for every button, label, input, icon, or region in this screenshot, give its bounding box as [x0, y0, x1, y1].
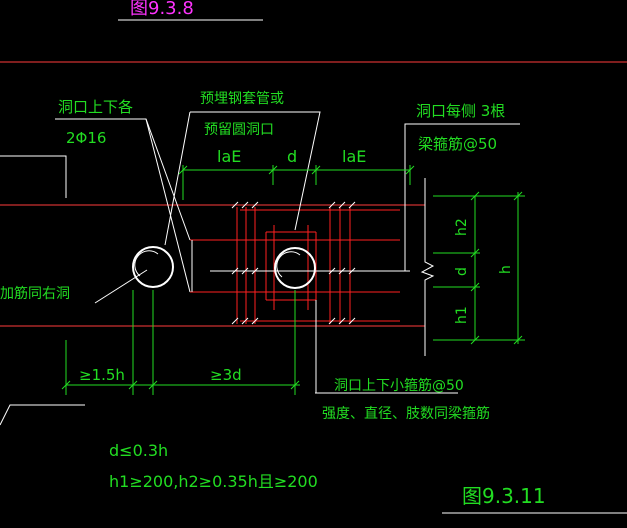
dim-h1: h1 [454, 306, 470, 324]
label-strength-same: 强度、直径、肢数同梁箍筋 [322, 405, 490, 422]
dim-lae-right: laE [342, 147, 366, 166]
label-small-stirrup: 洞口上下小箍筋@50 [334, 377, 464, 394]
label-each-side-3: 洞口每侧 3根 [416, 102, 505, 120]
dim-h: h [498, 265, 514, 274]
label-underlines [315, 392, 627, 514]
right-hole-inner-arc [276, 251, 301, 278]
dim-3d: ≥3d [210, 366, 242, 384]
note-h: h1≥200,h2≥0.35h且≥200 [109, 472, 318, 491]
left-hole [132, 246, 174, 288]
left-hole-inner-arc [134, 250, 159, 277]
dim-1-5h: ≥1.5h [79, 366, 125, 384]
label-top-bottom-bars: 洞口上下各 [58, 98, 133, 116]
beam-break-line [420, 178, 435, 356]
dim-d-vertical: d [454, 267, 470, 276]
left-lower-rebar-hook [0, 404, 85, 426]
leader-lines [55, 111, 321, 393]
bar-hatch-marks [231, 201, 356, 325]
note-d: d≤0.3h [109, 441, 168, 460]
label-reinforce-same: 加筋同右洞 [0, 285, 70, 302]
fig-top-title: 图9.3.8 [130, 0, 194, 19]
label-embedded-hole: 预留圆洞口 [204, 122, 274, 138]
dim-lae-left: laE [217, 147, 241, 166]
stirrup-leader [404, 123, 520, 180]
dim-h2: h2 [454, 218, 470, 236]
left-upper-rebar-hook [0, 155, 67, 198]
right-hole [274, 247, 316, 289]
fig-bottom-title: 图9.3.11 [462, 484, 546, 508]
label-stirrup-50: 梁箍筋@50 [418, 135, 497, 153]
label-2phi16: 2Φ16 [66, 129, 106, 147]
dim-d-top: d [287, 147, 297, 166]
dimension-lines [61, 165, 525, 395]
label-embedded-pipe: 预埋钢套管或 [200, 91, 284, 107]
